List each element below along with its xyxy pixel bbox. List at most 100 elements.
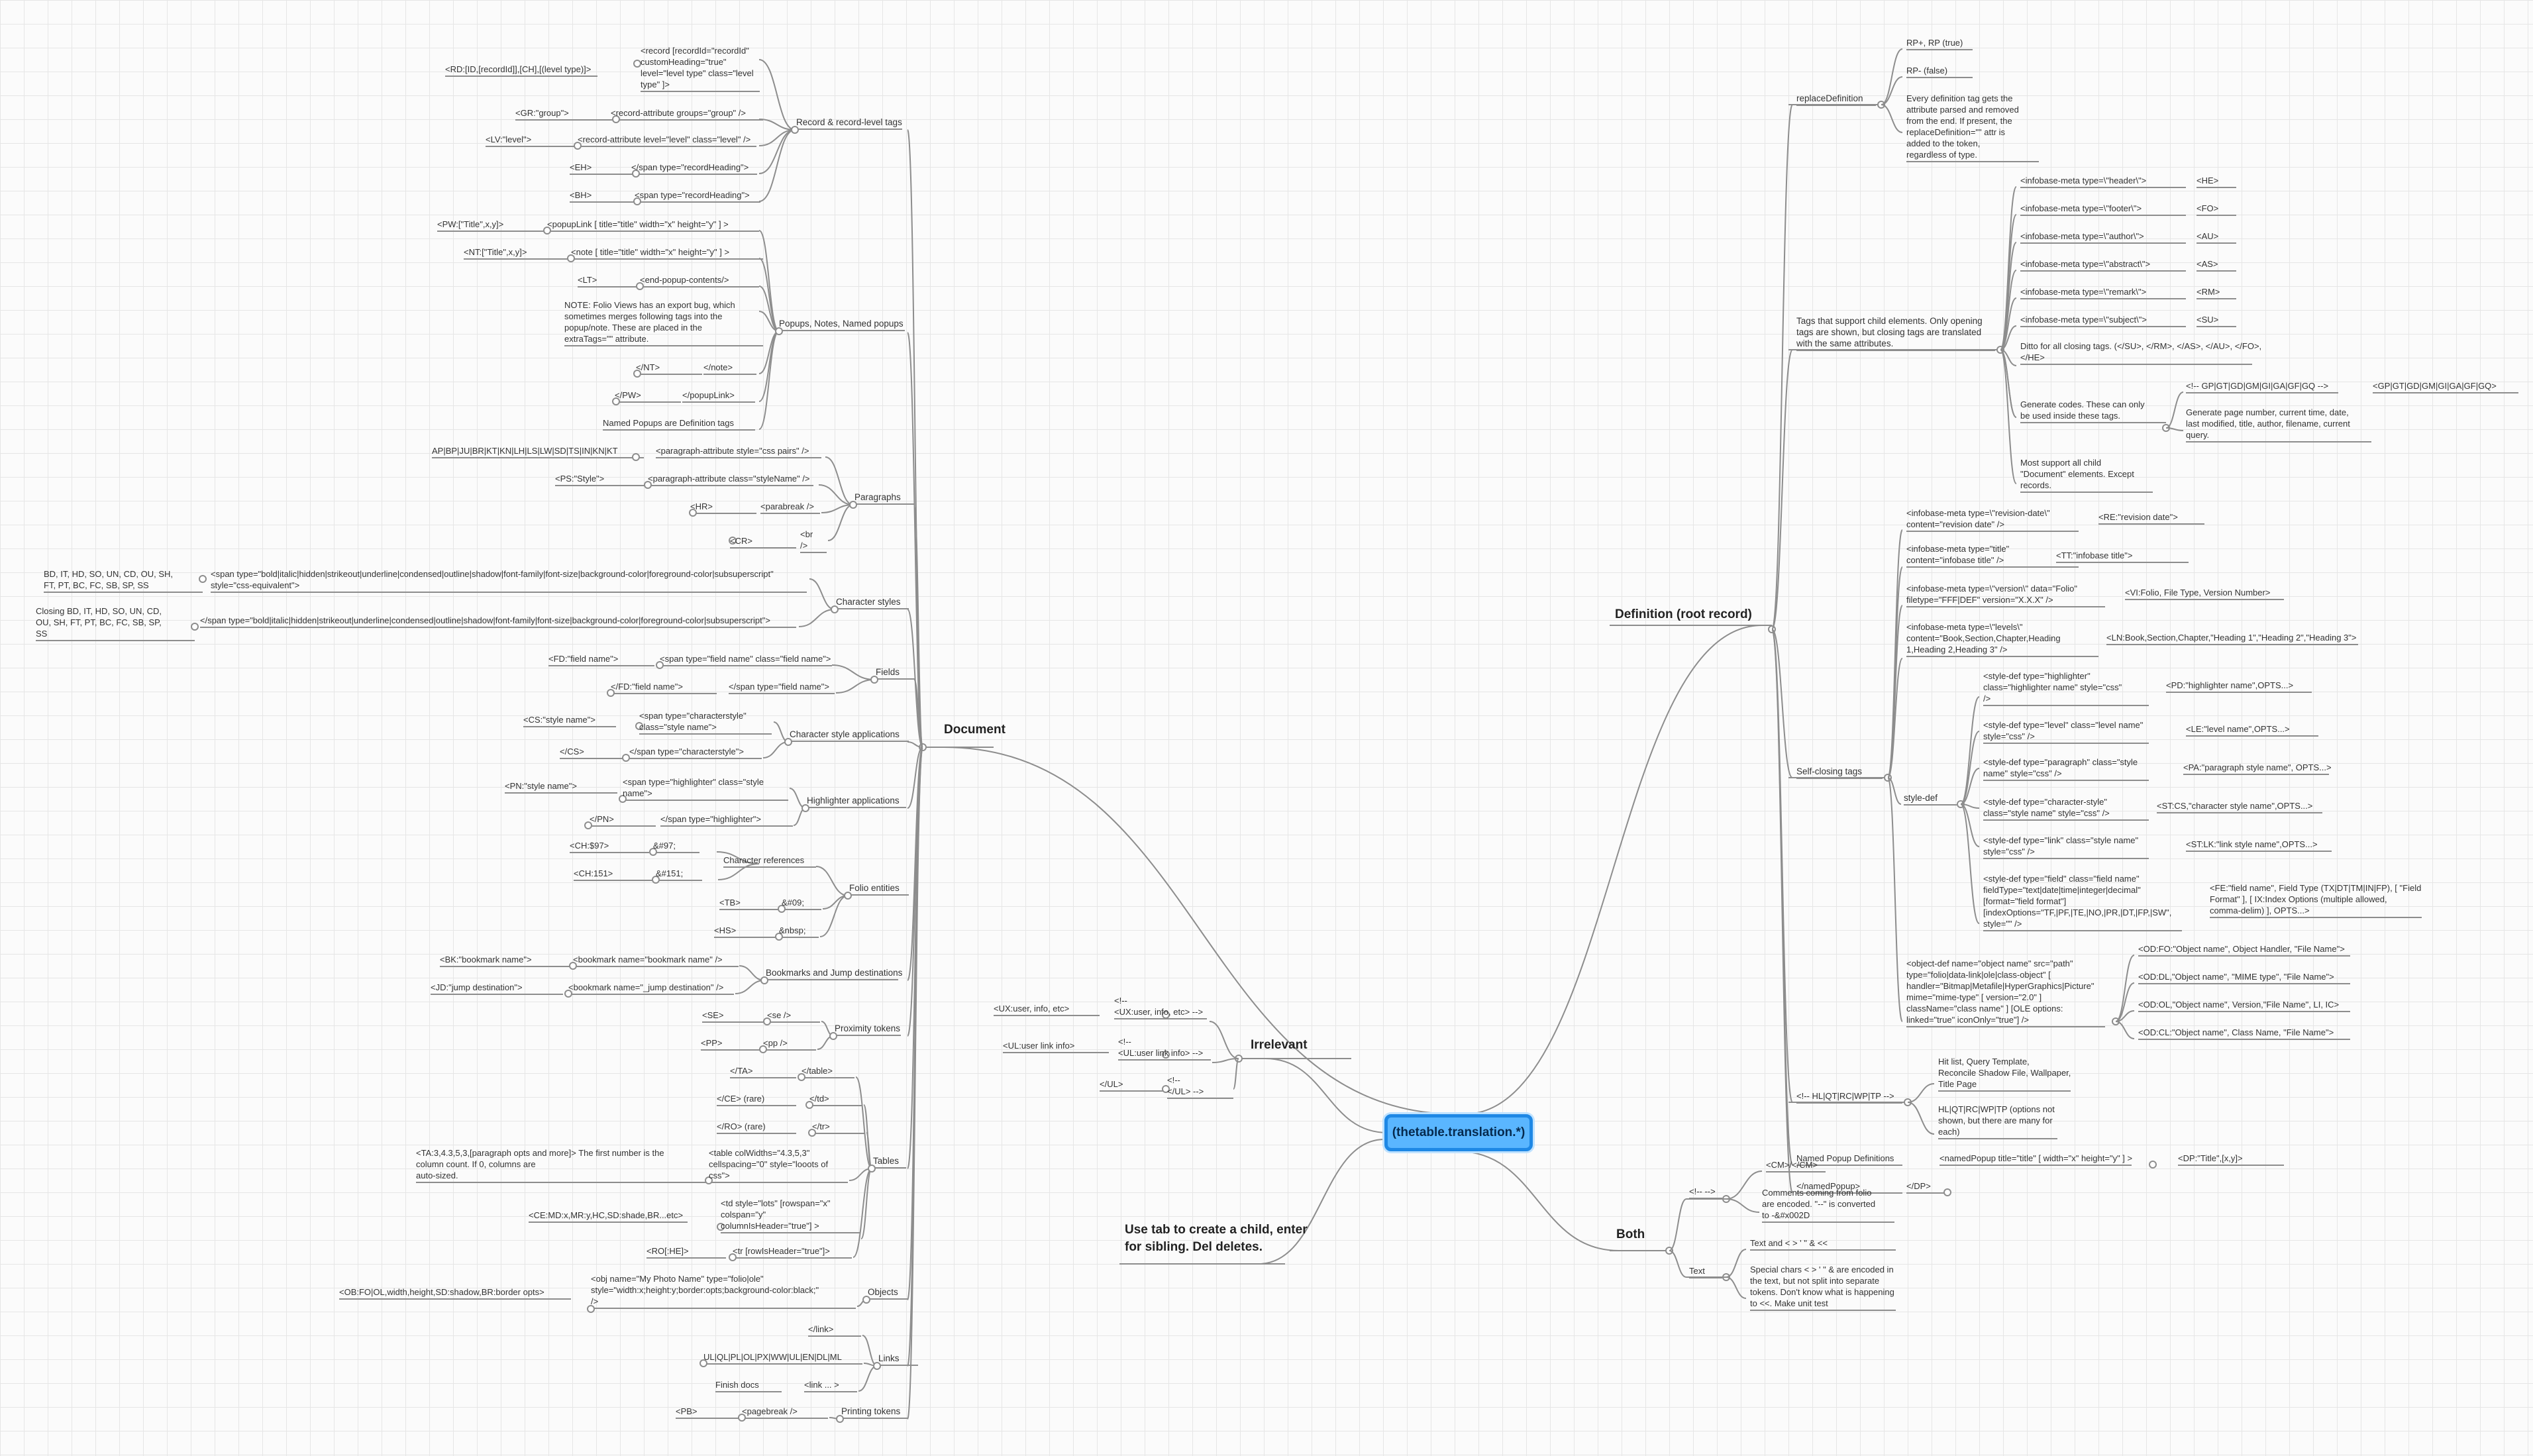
mindmap-node-document-nt-html[interactable]: <note [ title="title" width="x" height="…	[571, 247, 730, 257]
mindmap-node-document-bh-html[interactable]: <span type="recordHeading">	[635, 190, 750, 200]
mindmap-node-definition-rm-html[interactable]: <infobase-meta type=\"remark\">	[2020, 287, 2147, 297]
mindmap-node-main-document[interactable]: Document	[944, 723, 1006, 737]
mindmap-node-definition-named-popup[interactable]: Named Popup Definitions	[1796, 1153, 1894, 1163]
mindmap-node-definition-tt-code[interactable]: <TT:"infobase title">	[2056, 550, 2133, 560]
mindmap-node-document-paragraphs[interactable]: Paragraphs	[854, 492, 901, 502]
mindmap-node-definition-fo-html[interactable]: <infobase-meta type=\"footer\">	[2020, 203, 2142, 213]
mindmap-node-document-ob-code[interactable]: <OB:FO|OL,width,height,SD:shadow,BR:bord…	[339, 1287, 544, 1297]
mindmap-node-definition-np-code[interactable]: <DP:"Title",[x,y]>	[2178, 1153, 2243, 1163]
mindmap-node-definition-vi-code[interactable]: <VI:Folio, File Type, Version Number>	[2125, 588, 2271, 598]
mindmap-node-document-ro-close-code[interactable]: </RO> (rare)	[717, 1121, 766, 1131]
mindmap-node-document-gr-attr[interactable]: <record-attribute groups="group" />	[611, 108, 746, 118]
mindmap-node-definition-od-dl[interactable]: <OD:DL,"Object name", "MIME type", "File…	[2138, 972, 2334, 982]
mindmap-node-definition-pd-html[interactable]: <style-def type="highlighter" class="hig…	[1983, 671, 2122, 703]
mindmap-node-definition-su-code[interactable]: <SU>	[2197, 315, 2219, 325]
mindmap-node-definition-le-html[interactable]: <style-def type="level" class="level nam…	[1983, 720, 2144, 741]
mindmap-node-both-text-chars[interactable]: Text and < > ' " & <<	[1750, 1238, 1828, 1248]
mindmap-node-document-hs-html[interactable]: &nbsp;	[779, 925, 806, 935]
mindmap-node-document-csa[interactable]: Character style applications	[790, 729, 900, 739]
mindmap-node-definition-fe-code[interactable]: <FE:"field name", Field Type (TX|DT|TM|I…	[2210, 883, 2422, 915]
mindmap-node-irrelevant-ulc-html[interactable]: <!-- </UL> -->	[1167, 1075, 1204, 1096]
mindmap-node-document-rd-code[interactable]: <RD:[ID,[recordId]],[CH],[(level type)]>	[445, 64, 592, 74]
mindmap-node-document-se-html[interactable]: <se />	[767, 1010, 792, 1020]
mindmap-node-document-cr-code[interactable]: <CR>	[730, 536, 752, 546]
mindmap-node-document-ce-html[interactable]: <td style="lots" [rowspan="x" colspan="y…	[721, 1198, 831, 1231]
mindmap-node-definition-stlk-html[interactable]: <style-def type="link" class="style name…	[1983, 835, 2139, 857]
mindmap-node-definition-od-fo[interactable]: <OD:FO:"Object name", Object Handler, "F…	[2138, 944, 2345, 954]
mindmap-node-document-eh-html[interactable]: </span type="recordHeading">	[631, 162, 749, 172]
mindmap-node-document-popups[interactable]: Popups, Notes, Named popups	[779, 319, 904, 329]
mindmap-node-document-pp-code[interactable]: <PP>	[701, 1038, 723, 1048]
mindmap-node-document-ta-close[interactable]: </table>	[801, 1066, 833, 1076]
mindmap-node-definition-he-code[interactable]: <HE>	[2197, 176, 2219, 185]
mindmap-node-document-pn-html[interactable]: <span type="highlighter" class="style na…	[623, 777, 764, 798]
mindmap-node-document-ce-code[interactable]: <CE:MD:x,MR:y,HC,SD:shade,BR...etc>	[529, 1210, 684, 1220]
mindmap-node-document-cs-close[interactable]: </span type="bold|italic|hidden|strikeou…	[200, 615, 770, 625]
mindmap-node-document-ta-code[interactable]: <TA:3,4.3,5,3,[paragraph opts and more]>…	[416, 1148, 664, 1180]
mindmap-node-document-fields[interactable]: Fields	[876, 667, 900, 677]
mindmap-node-both-comment[interactable]: <!-- -->	[1689, 1186, 1716, 1196]
mindmap-node-document-hr-code[interactable]: <HR>	[690, 501, 713, 511]
mindmap-node-document-jd-html[interactable]: <bookmark name="_jump destination" />	[568, 982, 724, 992]
mindmap-node-document-bookmarks[interactable]: Bookmarks and Jump destinations	[766, 968, 903, 978]
mindmap-node-definition-np-close-code[interactable]: </DP>	[1906, 1181, 1931, 1191]
mindmap-node-definition-hl-note[interactable]: Hit list, Query Template, Reconcile Shad…	[1938, 1057, 2071, 1089]
mindmap-node-document-bk-code[interactable]: <BK:"bookmark name">	[440, 955, 532, 964]
mindmap-node-document-ro-html[interactable]: <tr [rowIsHeader="true"]>	[733, 1246, 830, 1256]
mindmap-node-definition-re-html[interactable]: <infobase-meta type=\"revision-date\" co…	[1906, 508, 2050, 529]
mindmap-node-definition-stlk-code[interactable]: <ST:LK:"link style name",OPTS...>	[2186, 839, 2318, 849]
mindmap-node-definition-rp-true[interactable]: RP+, RP (true)	[1906, 38, 1963, 48]
mindmap-node-definition-ln-html[interactable]: <infobase-meta type=\"levels\" content="…	[1906, 622, 2061, 654]
mindmap-node-document-pp-html[interactable]: <pp />	[763, 1038, 788, 1048]
mindmap-node-definition-pd-code[interactable]: <PD:"highlighter name",OPTS...>	[2166, 680, 2294, 690]
mindmap-node-document-lt-code[interactable]: <LT>	[578, 275, 597, 285]
mindmap-node-main-both[interactable]: Both	[1616, 1227, 1645, 1241]
mindmap-node-document-pw-code[interactable]: <PW:["Title",x,y]>	[437, 219, 504, 229]
mindmap-node-document-ch151-code[interactable]: <CH:151>	[574, 868, 613, 878]
mindmap-node-definition-pa-code[interactable]: <PA:"paragraph style name", OPTS...>	[2183, 762, 2332, 772]
mindmap-node-definition-au-html[interactable]: <infobase-meta type=\"author\">	[2020, 231, 2144, 241]
mindmap-node-definition-ln-code[interactable]: <LN:Book,Section,Chapter,"Heading 1","He…	[2106, 633, 2357, 643]
mindmap-node-document-pn-close[interactable]: </span type="highlighter">	[660, 814, 761, 824]
mindmap-node-document-char-styles[interactable]: Character styles	[836, 597, 901, 607]
mindmap-node-document-rec-open[interactable]: <record [recordId="recordId" customHeadi…	[641, 46, 754, 89]
mindmap-node-document-pn-close-code[interactable]: </PN>	[590, 814, 614, 824]
mindmap-node-document-tb-code[interactable]: <TB>	[719, 898, 741, 908]
mindmap-node-document-pb-code[interactable]: <PB>	[676, 1406, 698, 1416]
mindmap-node-document-printing[interactable]: Printing tokens	[841, 1406, 901, 1416]
mindmap-node-document-ha[interactable]: Highlighter applications	[807, 796, 900, 806]
mindmap-node-document-lk-html[interactable]: <link ... >	[804, 1380, 839, 1390]
mindmap-node-document-nt-close[interactable]: </note>	[703, 362, 733, 372]
mindmap-node-both-text[interactable]: Text	[1689, 1266, 1705, 1276]
mindmap-node-document-pw-close[interactable]: </popupLink>	[682, 390, 735, 400]
mindmap-node-irrelevant-ux-code[interactable]: <UX:user, info, etc>	[994, 1004, 1070, 1014]
mindmap-node-document-pw-close-code[interactable]: </PW>	[615, 390, 641, 400]
mindmap-node-document-pn-code[interactable]: <PN:"style name">	[505, 781, 577, 791]
mindmap-node-definition-le-code[interactable]: <LE:"level name",OPTS...>	[2186, 724, 2290, 734]
mindmap-node-document-lt-html[interactable]: <end-popup-contents/>	[640, 275, 729, 285]
mindmap-node-both-cm-note[interactable]: Comments coming from folio are encoded. …	[1762, 1188, 1876, 1220]
mindmap-node-definition-gp-html[interactable]: <!-- GP|GT|GD|GM|GI|GA|GF|GQ -->	[2186, 381, 2329, 391]
mindmap-node-document-objects[interactable]: Objects	[868, 1287, 898, 1297]
mindmap-node-document-csa-code[interactable]: <CS:"style name">	[523, 715, 595, 725]
mindmap-node-document-charrefs[interactable]: Character references	[723, 855, 805, 865]
mindmap-node-definition-replace[interactable]: replaceDefinition	[1796, 93, 1863, 103]
mindmap-node-definition-gen-codes[interactable]: Generate codes. These can only be used i…	[2020, 399, 2145, 421]
mindmap-node-definition-pa-html[interactable]: <style-def type="paragraph" class="style…	[1983, 757, 2138, 778]
mindmap-node-definition-as-html[interactable]: <infobase-meta type=\"abstract\">	[2020, 259, 2151, 269]
mindmap-node-document-cs-open[interactable]: <span type="bold|italic|hidden|strikeout…	[211, 569, 774, 590]
mindmap-node-both-text-note[interactable]: Special chars < > ' " & are encoded in t…	[1750, 1265, 1894, 1308]
mindmap-node-definition-su-html[interactable]: <infobase-meta type=\"subject\">	[2020, 315, 2147, 325]
mindmap-node-main-definition[interactable]: Definition (root record)	[1615, 607, 1752, 621]
mindmap-node-document-cs-open-codes[interactable]: BD, IT, HD, SO, UN, CD, OU, SH, FT, PT, …	[44, 569, 174, 590]
mindmap-node-document-fd-code[interactable]: <FD:"field name">	[548, 654, 619, 664]
mindmap-node-document-fd-close[interactable]: </span type="field name">	[729, 682, 829, 692]
mindmap-node-document-fd-html[interactable]: <span type="field name" class="field nam…	[660, 654, 831, 664]
mindmap-node-document-para-attr[interactable]: <paragraph-attribute style="css pairs" /…	[656, 446, 809, 456]
mindmap-node-document-ch97-html[interactable]: &#97;	[653, 841, 676, 851]
mindmap-node-main-irrelevant[interactable]: Irrelevant	[1251, 1038, 1308, 1052]
mindmap-node-document-cr-html[interactable]: <br />	[800, 529, 813, 550]
mindmap-node-document-ta-close-code[interactable]: </TA>	[730, 1066, 753, 1076]
mindmap-node-document-hs-code[interactable]: <HS>	[714, 925, 737, 935]
mindmap-node-definition-rp-false[interactable]: RP- (false)	[1906, 66, 1948, 76]
